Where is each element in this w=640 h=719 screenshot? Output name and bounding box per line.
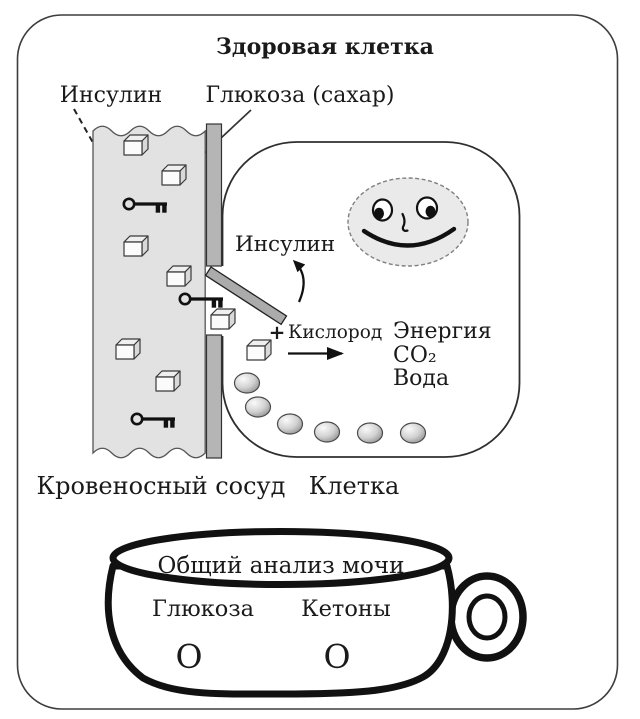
cup-rim bbox=[109, 528, 453, 588]
product-energy: Энергия bbox=[393, 319, 492, 344]
insulin-action-arrow bbox=[292, 259, 306, 303]
mitochondria-row bbox=[233, 372, 427, 444]
smile-mouth bbox=[361, 226, 457, 248]
mitochondria-sphere bbox=[356, 422, 384, 444]
glucose-cube-in-cell bbox=[246, 339, 272, 361]
nucleus-outline bbox=[347, 177, 469, 267]
glucose-cube bbox=[115, 338, 141, 360]
mitochondria-sphere bbox=[244, 396, 272, 418]
cell-label: Клетка bbox=[309, 472, 400, 500]
insulin-in-cell-label: Инсулин bbox=[235, 232, 335, 257]
cell-nucleus-face bbox=[347, 177, 469, 267]
blood-vessel-label: Кровеносный сосуд bbox=[37, 472, 286, 500]
mitochondria-sphere bbox=[313, 421, 341, 443]
insulin-callout-label: Инсулин bbox=[60, 83, 162, 108]
mitochondria-sphere bbox=[233, 372, 261, 394]
cell-membrane-lower bbox=[205, 334, 223, 459]
glucose-cube bbox=[161, 164, 187, 186]
nose bbox=[401, 212, 409, 232]
urine-ketones-label: Кетоны bbox=[301, 596, 391, 622]
urine-glucose-value: O bbox=[175, 637, 202, 676]
left-pupil bbox=[374, 207, 384, 220]
urine-ketones-value: O bbox=[323, 637, 350, 676]
mitochondria-sphere bbox=[276, 413, 304, 435]
glucose-cube bbox=[123, 134, 149, 156]
glucose-callout-label: Глюкоза (сахар) bbox=[205, 83, 394, 108]
blood-vessel bbox=[92, 125, 206, 459]
glucose-cube bbox=[155, 370, 181, 392]
cup-body bbox=[104, 562, 456, 698]
membrane-gate-open bbox=[204, 266, 288, 326]
glucose-cube-entering-gap bbox=[210, 308, 236, 330]
urine-test-title: Общий анализ мочи bbox=[158, 553, 405, 579]
glucose-cube bbox=[166, 265, 192, 287]
right-pupil bbox=[425, 205, 436, 218]
oxygen-label: Кислород bbox=[288, 322, 382, 343]
product-co2: CO₂ bbox=[393, 343, 437, 368]
diagram-title: Здоровая клетка bbox=[216, 34, 434, 60]
cell-membrane-upper bbox=[205, 123, 223, 267]
plus-sign: + bbox=[269, 320, 286, 344]
product-water: Вода bbox=[393, 366, 449, 391]
urine-cup: Общий анализ мочи Глюкоза Кетоны O O bbox=[104, 528, 527, 698]
urine-glucose-label: Глюкоза bbox=[152, 596, 254, 622]
cup-handle-inner bbox=[466, 593, 508, 641]
glucose-cube bbox=[123, 235, 149, 257]
mitochondria-sphere bbox=[399, 422, 427, 444]
